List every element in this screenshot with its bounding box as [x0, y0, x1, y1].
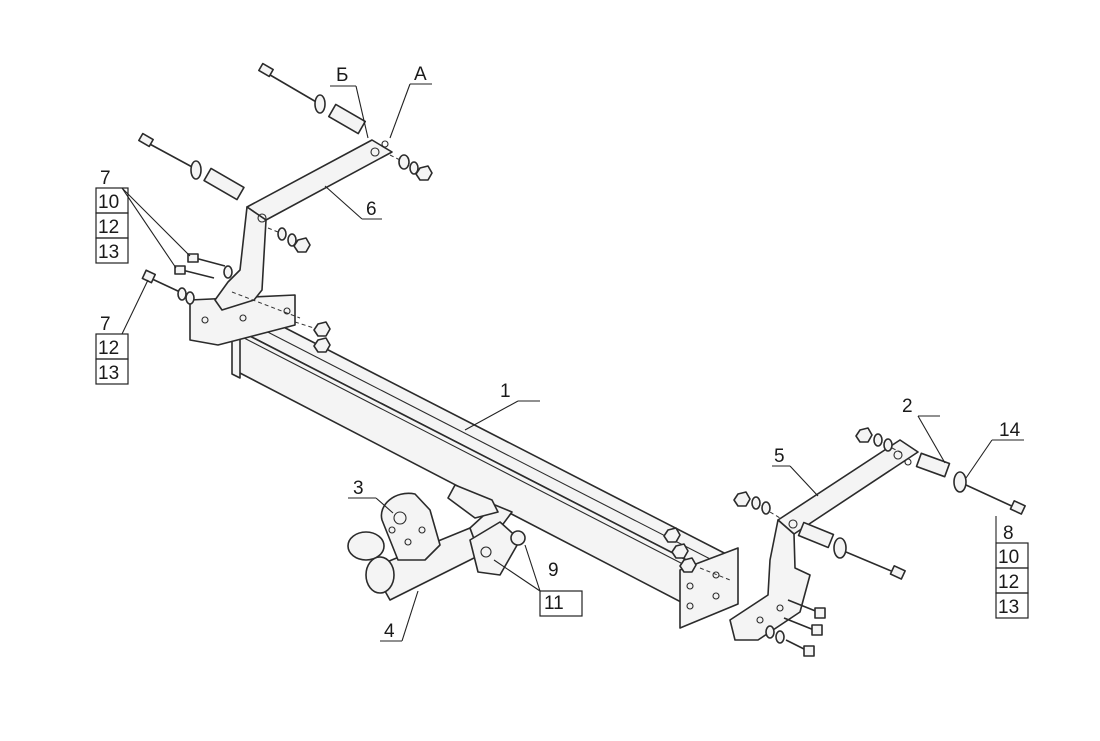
callout-11-box: [539, 590, 583, 617]
stack-top-item-4: 13: [98, 242, 119, 263]
callout-11: 11: [544, 593, 564, 614]
second-left-nut-set: [267, 227, 311, 253]
stack-top-item-1: 7: [100, 168, 111, 189]
callout-1: 1: [500, 381, 511, 402]
callout-2: 2: [902, 396, 913, 417]
stack-right-item-3: 12: [998, 572, 1019, 593]
tow-ball: [347, 531, 395, 594]
stack-right-box-4: [995, 592, 1029, 619]
upper-left-bolt: [258, 62, 367, 135]
callout-stack-top-left: 7 10 12 13: [95, 168, 129, 264]
right-lower-spacer-bolt: [797, 521, 906, 580]
right-bracket: [729, 439, 919, 641]
beam-left-nuts: [294, 321, 331, 353]
callout-b: Б: [336, 65, 348, 86]
right-bracket-top-nuts: [855, 427, 903, 454]
stack-mid-item-1: 7: [100, 314, 111, 335]
callout-3: 3: [353, 478, 364, 499]
right-spacer-bolt: [915, 452, 1026, 515]
right-plate-bolts: [765, 599, 826, 657]
stack-mid-item-3: 13: [98, 363, 119, 384]
stack-top-box-4: [95, 237, 129, 264]
stack-mid-item-2: 12: [98, 338, 119, 359]
stack-top-item-3: 12: [98, 217, 119, 238]
right-bracket-left-nuts: [733, 491, 781, 519]
stack-right-item-1: 8: [1003, 523, 1014, 544]
callout-stack-mid-left: 7 12 13: [95, 314, 129, 385]
left-bracket-bolts: [141, 253, 301, 319]
left-bracket: [214, 139, 393, 311]
callout-5: 5: [774, 446, 785, 467]
callout-stack-right: 8 10 12 13: [995, 523, 1029, 619]
second-left-bolt: [138, 132, 245, 201]
upper-left-nut-set: [389, 154, 433, 181]
stack-top-item-2: 10: [98, 192, 119, 213]
callout-labels: 1 2 3 4 5 6 Б А 14 9 11: [336, 64, 1021, 642]
callout-4: 4: [384, 621, 395, 642]
stack-right-item-4: 13: [998, 597, 1019, 618]
callout-6: 6: [366, 199, 377, 220]
socket-plate: [469, 521, 526, 576]
ball-flange: [380, 492, 441, 561]
beam-right-nuts: [663, 527, 731, 581]
stack-right-item-2: 10: [998, 547, 1019, 568]
callout-a: А: [414, 64, 427, 85]
stack-mid-box-3: [95, 358, 129, 385]
callout-14: 14: [999, 420, 1021, 441]
callout-9: 9: [548, 560, 559, 581]
left-mounting-plate: [189, 294, 296, 346]
